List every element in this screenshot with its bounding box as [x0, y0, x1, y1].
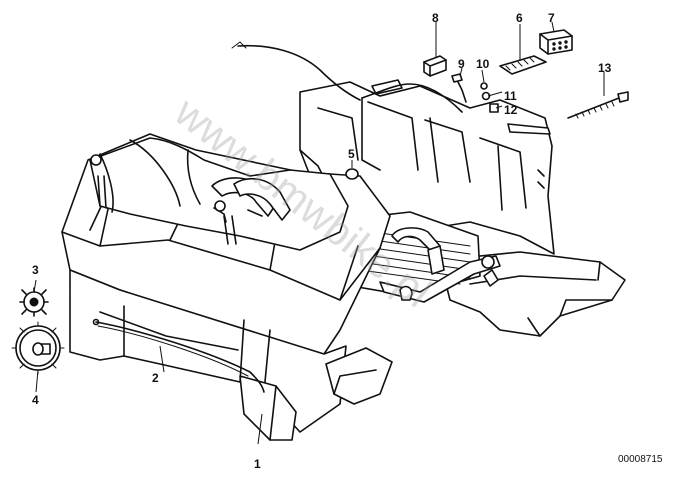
part-3-gear: [19, 287, 49, 317]
callout-6: 6: [516, 11, 523, 25]
callout-13: 13: [598, 61, 612, 75]
document-id: 00008715: [618, 454, 663, 465]
floor-duct-right: [439, 251, 626, 337]
rod-13: [567, 91, 629, 119]
callout-3: 3: [32, 263, 39, 277]
callout-2: 2: [152, 371, 159, 385]
part-6-connector: [499, 55, 547, 75]
part-9-lever: [451, 73, 467, 103]
callout-7: 7: [548, 11, 555, 25]
callout-9: 9: [458, 57, 465, 71]
part-8-clip: [423, 55, 447, 77]
callout-12: 12: [504, 103, 518, 117]
callout-8: 8: [432, 11, 439, 25]
part-5-grommet: [345, 168, 359, 180]
part-4-sprocket-knob: [11, 321, 65, 375]
part-10-11-12-screws: [480, 82, 499, 113]
callout-4: 4: [32, 393, 39, 407]
upper-cable: [231, 41, 463, 113]
callout-11: 11: [504, 89, 517, 103]
callout-1: 1: [254, 457, 261, 471]
clamp-frame: [89, 137, 349, 251]
part-7-block: [539, 29, 573, 55]
bowden-cable: [95, 321, 265, 393]
callout-10: 10: [476, 57, 490, 71]
callout-labels: 1 2 3 4 5 6 7 8 9 10 11 12 13: [32, 11, 612, 471]
leader-lines: [33, 21, 605, 445]
callout-5: 5: [348, 147, 355, 161]
